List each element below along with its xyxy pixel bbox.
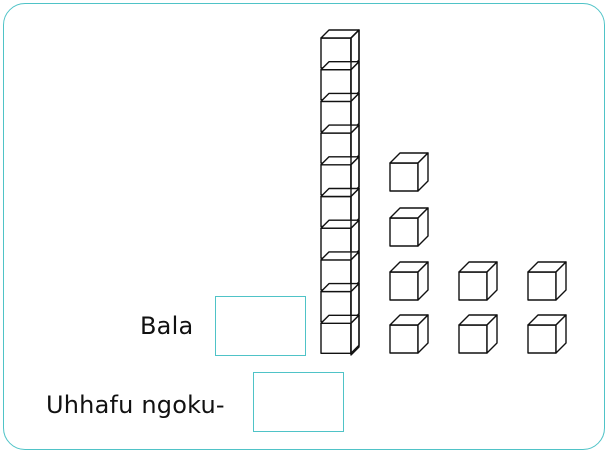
cube-front-face xyxy=(390,325,418,353)
cube-front-face xyxy=(390,272,418,300)
unit-cube xyxy=(390,262,428,300)
cube-front-face xyxy=(528,272,556,300)
unit-cube xyxy=(459,315,497,353)
count-label: Bala xyxy=(140,312,193,340)
half-label: Uhhafu ngoku- xyxy=(46,391,225,419)
unit-cube xyxy=(390,153,428,191)
cube-front-face xyxy=(390,163,418,191)
unit-cube xyxy=(528,315,566,353)
cube-front-face xyxy=(390,218,418,246)
unit-cube xyxy=(390,208,428,246)
rod-cube xyxy=(321,315,359,353)
count-answer-box[interactable] xyxy=(215,296,306,356)
cube-front-face xyxy=(459,272,487,300)
unit-cube xyxy=(459,262,497,300)
cube-front-face xyxy=(459,325,487,353)
unit-cube xyxy=(390,315,428,353)
cube-front-face xyxy=(321,323,351,353)
unit-cube xyxy=(528,262,566,300)
cube-front-face xyxy=(528,325,556,353)
half-answer-box[interactable] xyxy=(253,372,344,432)
